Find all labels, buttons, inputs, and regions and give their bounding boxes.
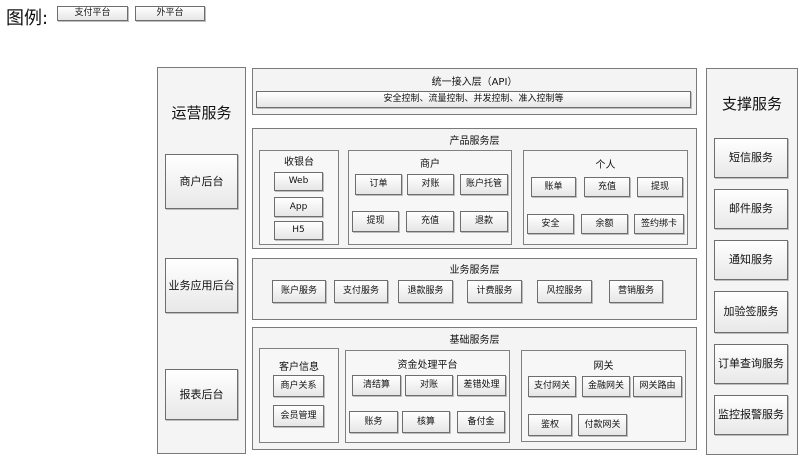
personal-bill[interactable]: 账单 [531,177,576,197]
business-app-backend[interactable]: 业务应用后台 [165,258,238,313]
merchant-withdraw[interactable]: 提现 [352,211,399,232]
personal-balance[interactable]: 余额 [581,214,628,234]
report-backend[interactable]: 报表后台 [165,369,238,420]
payment-service[interactable]: 支付服务 [334,280,388,303]
funds-reconciliation[interactable]: 对账 [405,375,453,396]
legend-item-platform: 支付平台 [57,6,128,21]
account-service[interactable]: 账户服务 [272,280,326,303]
cashier-title: 收银台 [284,157,314,168]
personal-title: 个人 [595,160,616,171]
payout-gateway[interactable]: 付款网关 [578,414,627,436]
merchant-relationship[interactable]: 商户关系 [273,375,324,397]
cashier-h5[interactable]: H5 [274,221,323,240]
merchant-account-custody[interactable]: 账户托管 [460,174,508,195]
api-layer-title: 统一接入层（API） [431,77,518,88]
support-services-title: 支撑服务 [721,95,782,113]
gateway-routing[interactable]: 网关路由 [633,376,682,397]
order-query-service[interactable]: 订单查询服务 [714,344,788,384]
base-service-layer-title: 基础服务层 [449,335,500,346]
funds-platform-title: 资金处理平台 [397,360,458,371]
personal-recharge[interactable]: 充值 [584,177,630,197]
operation-services-title: 运营服务 [171,104,232,122]
signature-service[interactable]: 加验签服务 [714,291,788,333]
marketing-service[interactable]: 营销服务 [609,280,663,303]
personal-sign-bind-card[interactable]: 签约绑卡 [634,214,684,234]
legend-title: 图例: [6,8,49,29]
business-service-layer-title: 业务服务层 [449,265,500,276]
legend-item-external: 外平台 [135,6,205,21]
cashier-app[interactable]: App [274,197,323,217]
email-service[interactable]: 邮件服务 [714,189,788,229]
authentication[interactable]: 鉴权 [528,414,572,436]
billing-service[interactable]: 计费服务 [467,280,522,303]
cashier-web[interactable]: Web [274,172,323,191]
merchant-title: 商户 [420,159,440,170]
reserve-funds[interactable]: 备付金 [457,411,505,433]
bookkeeping[interactable]: 核算 [402,411,450,433]
gateway-title: 网关 [593,361,614,372]
accounting[interactable]: 账务 [349,411,398,433]
risk-control-service[interactable]: 风控服务 [537,280,592,303]
monitoring-alert-service[interactable]: 监控报警服务 [714,395,788,435]
financial-gateway[interactable]: 金融网关 [582,376,630,397]
merchant-recharge[interactable]: 充值 [406,211,454,232]
clearing-settlement[interactable]: 清结算 [352,375,401,396]
error-handling[interactable]: 差错处理 [457,375,506,396]
notification-service[interactable]: 通知服务 [714,240,788,280]
personal-security[interactable]: 安全 [527,214,574,234]
merchant-refund[interactable]: 退款 [460,211,508,232]
member-management[interactable]: 会员管理 [273,405,324,427]
merchant-reconciliation[interactable]: 对账 [407,174,454,195]
personal-withdraw[interactable]: 提现 [637,177,683,197]
customer-info-title: 客户信息 [279,362,319,373]
sms-service[interactable]: 短信服务 [714,138,788,178]
merchant-order[interactable]: 订单 [355,174,402,195]
refund-service[interactable]: 退款服务 [398,280,453,303]
api-control-bar: 安全控制、流量控制、并发控制、准入控制等 [256,91,691,108]
payment-gateway[interactable]: 支付网关 [528,376,576,397]
product-service-layer-title: 产品服务层 [449,136,500,147]
merchant-backend[interactable]: 商户后台 [165,154,238,209]
